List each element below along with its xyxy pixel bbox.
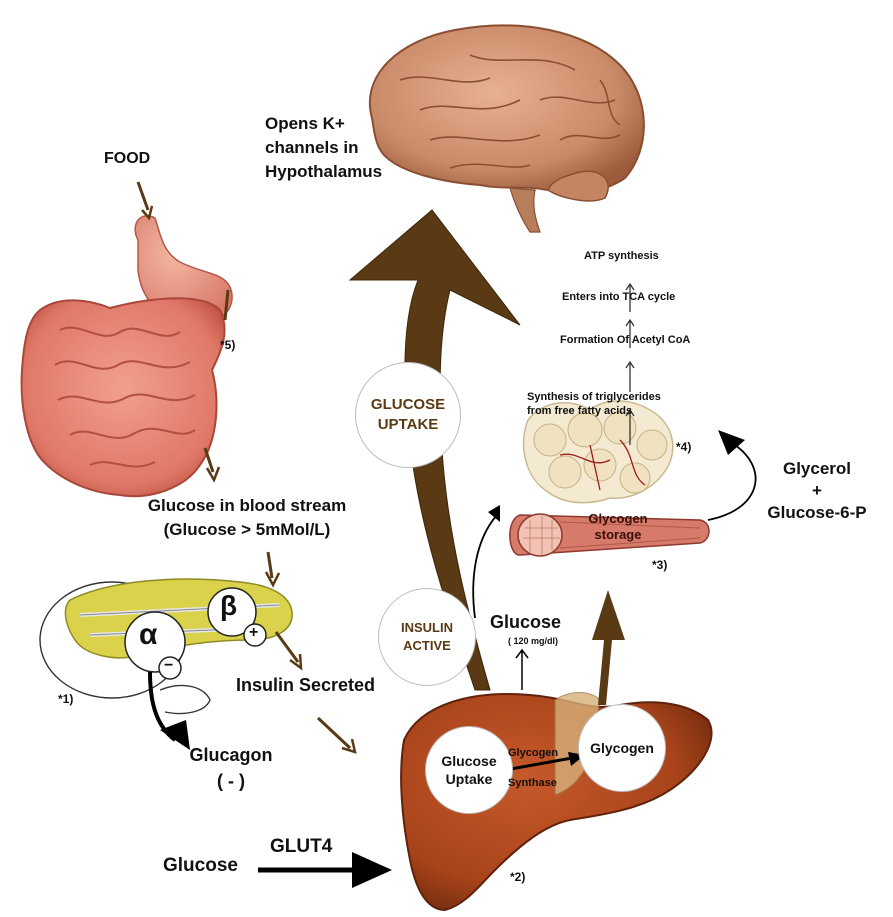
triglycerides-line2: from free fatty acids (527, 404, 661, 418)
glycogen-storage-line2: storage (578, 527, 658, 543)
glucose-uptake-line2: UPTAKE (371, 415, 445, 435)
alpha-cell-label: α (139, 618, 157, 652)
glycogen-storage-line1: Glycogen (578, 511, 658, 527)
brain-label-line1: Opens K+ (265, 112, 382, 136)
pancreas-note: *1) (58, 692, 73, 706)
blood-glucose-line2: (Glucose > 5mMol/L) (112, 518, 382, 542)
glucagon-label-line1: Glucagon (186, 742, 276, 768)
intestine-icon (22, 298, 225, 496)
triglycerides-line1: Synthesis of triglycerides (527, 390, 661, 404)
brain-label: Opens K+ channels in Hypothalamus (265, 112, 382, 184)
glycerol-arrow (708, 445, 756, 520)
liver-to-muscle-arrow (592, 590, 625, 705)
synthase-line2: Synthase (508, 768, 558, 798)
glycerol-arrowhead (718, 430, 745, 455)
glucose-up-arrow (516, 650, 528, 690)
tca-cycle-label: Enters into TCA cycle (562, 291, 675, 303)
glucagon-label: Glucagon ( - ) (186, 742, 276, 794)
beta-plus-sign: + (249, 624, 258, 642)
glycerol-line3: Glucose-6-P (752, 502, 882, 524)
glucagon-arrow (150, 672, 190, 750)
insulin-active-line2: ACTIVE (401, 637, 453, 655)
glucose-level-label: Glucose (490, 612, 561, 633)
glycogen-synthase-label: Glycogen Synthase (508, 738, 558, 798)
glut4-label: GLUT4 (270, 836, 332, 858)
muscle-note: *3) (652, 558, 667, 572)
glycerol-line1: Glycerol (752, 458, 882, 480)
brain-label-line2: channels in (265, 136, 382, 160)
glucose-uptake-line1: GLUCOSE (371, 395, 445, 415)
atp-synthesis-label: ATP synthesis (584, 250, 659, 262)
brain-icon (370, 25, 644, 232)
acetyl-coa-label: Formation Of Acetyl CoA (560, 334, 690, 346)
glycerol-label: Glycerol + Glucose-6-P (752, 458, 882, 524)
glut-glucose-label: Glucose (163, 855, 238, 877)
liver-uptake-line1: Glucose (441, 752, 496, 770)
brain-label-line3: Hypothalamus (265, 160, 382, 184)
beta-cell-label: β (220, 590, 237, 622)
liver-glycogen-circle: Glycogen (578, 704, 666, 792)
insulin-secreted-label: Insulin Secreted (236, 675, 375, 696)
liver-uptake-line2: Uptake (441, 770, 496, 788)
glycerol-line2: + (752, 480, 882, 502)
glucose-to-muscle-arrow (473, 515, 497, 618)
fat-note: *4) (676, 440, 691, 454)
blood-glucose-label: Glucose in blood stream (Glucose > 5mMol… (112, 494, 382, 542)
liver-note: *2) (510, 870, 525, 884)
glucagon-label-line2: ( - ) (186, 768, 276, 794)
triglycerides-label: Synthesis of triglycerides from free fat… (527, 390, 661, 418)
liver-glycogen-label: Glycogen (590, 740, 654, 756)
intestine-note: *5) (220, 338, 235, 352)
glucose-level-value: ( 120 mg/dl) (508, 636, 558, 646)
insulin-active-line1: INSULIN (401, 619, 453, 637)
food-label: FOOD (104, 150, 150, 168)
alpha-minus-sign: − (164, 657, 173, 675)
synthase-line1: Glycogen (508, 738, 558, 768)
glycogen-storage-label: Glycogen storage (578, 511, 658, 543)
blood-glucose-line1: Glucose in blood stream (112, 494, 382, 518)
